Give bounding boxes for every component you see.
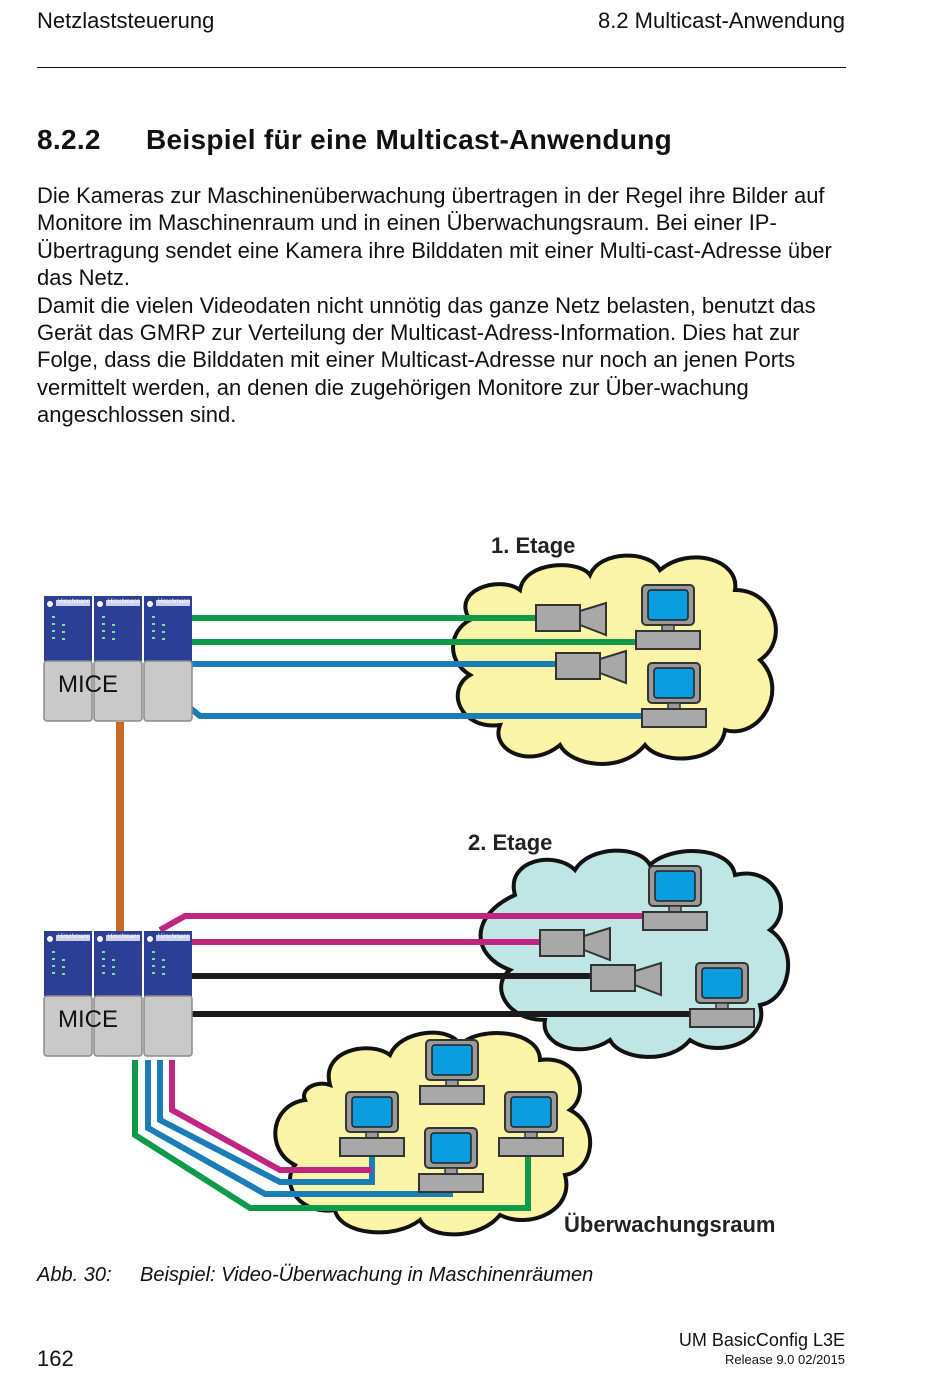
- camera-icon: [555, 650, 627, 684]
- footer-doc-title: UM BasicConfig L3E: [678, 1330, 845, 1350]
- header-right: 8.2 Multicast-Anwendung: [597, 8, 845, 33]
- caption-text: Beispiel: Video-Überwachung in Maschinen…: [140, 1264, 594, 1286]
- label-floor2: 2. Etage: [468, 830, 552, 855]
- brand-label: Hirschmann: [108, 599, 140, 605]
- monitor-icon: [339, 1091, 405, 1157]
- link-green-room: [132, 1060, 531, 1211]
- header-rule: [37, 67, 846, 68]
- body-text: Die Kameras zur Maschinenüberwachung übe…: [37, 182, 849, 429]
- brand-label: Hirschmann: [158, 599, 190, 605]
- camera-icon: [590, 962, 662, 996]
- paragraph: Damit die vielen Videodaten nicht unnöti…: [37, 292, 816, 428]
- monitor-icon: [635, 584, 701, 650]
- switch-top: Hirschmann Hirschmann Hirschmann MICE: [43, 595, 193, 722]
- monitor-icon: [641, 662, 707, 728]
- header-left: Netzlaststeuerung: [37, 8, 215, 33]
- monitor-icon: [419, 1039, 485, 1105]
- monitor-icon: [418, 1127, 484, 1193]
- figure-caption: Abb. 30: Beispiel: Video-Überwachung in M…: [37, 1264, 593, 1287]
- switch-top-label: MICE: [58, 671, 118, 698]
- section-number: 8.2.2: [37, 124, 101, 155]
- page-number: 162: [37, 1346, 74, 1371]
- camera-icon: [539, 927, 611, 961]
- monitor-icon: [642, 865, 708, 931]
- section-title: Beispiel für eine Multicast-Anwendung: [146, 124, 673, 155]
- monitor-icon: [498, 1091, 564, 1157]
- cloud-floor2: [478, 848, 790, 1059]
- brand-label: Hirschmann: [108, 934, 140, 940]
- footer-release: Release 9.0 02/2015: [725, 1352, 845, 1367]
- label-floor1: 1. Etage: [491, 533, 575, 558]
- brand-label: Hirschmann: [58, 599, 90, 605]
- network-diagram: Hirschmann Hirschmann Hirschmann MICE Hi…: [43, 533, 790, 1237]
- label-monitor-room: Überwachungsraum: [564, 1212, 776, 1237]
- switch-bottom: Hirschmann Hirschmann Hirschmann MICE: [43, 930, 193, 1057]
- link-magenta-room: [169, 1060, 372, 1173]
- caption-label: Abb. 30:: [37, 1264, 112, 1286]
- monitor-icon: [689, 962, 755, 1028]
- network-figure: Hirschmann Hirschmann Hirschmann MICE Hi…: [0, 500, 950, 1260]
- link-magenta-1: [158, 913, 645, 933]
- switch-bottom-label: MICE: [58, 1006, 118, 1033]
- section-heading: 8.2.2 Beispiel für eine Multicast-Anwendu…: [37, 124, 672, 156]
- camera-icon: [535, 602, 607, 636]
- brand-label: Hirschmann: [58, 934, 90, 940]
- brand-label: Hirschmann: [158, 934, 190, 940]
- paragraph: Die Kameras zur Maschinenüberwachung übe…: [37, 183, 832, 291]
- link-blue-2: [188, 705, 645, 719]
